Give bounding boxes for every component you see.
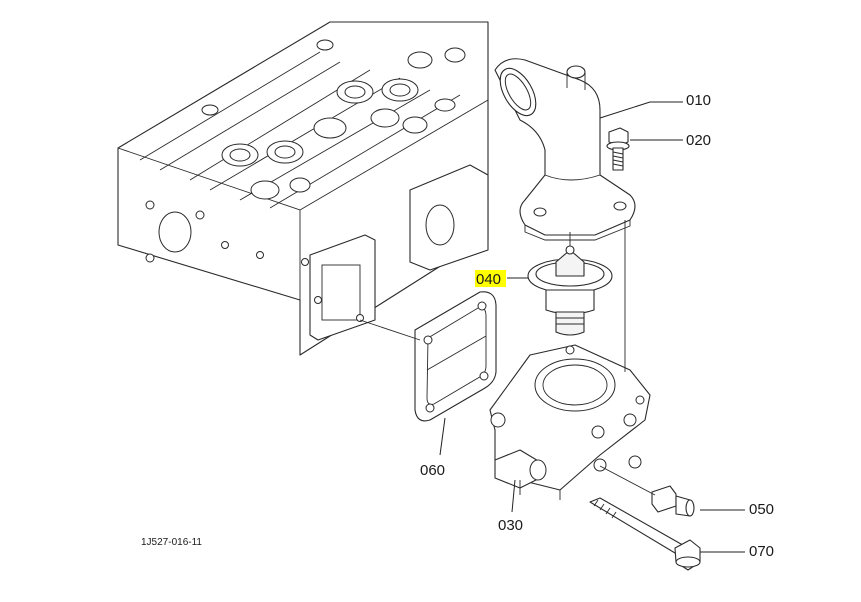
cylinder-head-illustration bbox=[117, 21, 489, 356]
long-bolt-illustration bbox=[589, 497, 701, 571]
fitting-illustration bbox=[651, 485, 695, 517]
part-callout-010[interactable]: 010 bbox=[686, 92, 711, 109]
part-callout-040[interactable]: 040 bbox=[476, 271, 501, 288]
thermostat-illustration bbox=[527, 240, 613, 336]
highlight-040 bbox=[475, 270, 506, 287]
gasket-illustration bbox=[414, 291, 497, 422]
diagram-code: 1J527-016-11 bbox=[141, 537, 202, 548]
part-callout-020[interactable]: 020 bbox=[686, 132, 711, 149]
part-callout-050[interactable]: 050 bbox=[749, 501, 774, 518]
part-callout-070[interactable]: 070 bbox=[749, 543, 774, 560]
part-callout-060[interactable]: 060 bbox=[420, 462, 445, 479]
thermostat-housing-illustration bbox=[489, 344, 651, 500]
callout-labels: 010 020 030 040 050 060 070 1J527-016-11 bbox=[141, 92, 774, 560]
assembly-guide-lines bbox=[359, 220, 656, 496]
leader-lines bbox=[439, 101, 745, 553]
part-callout-030[interactable]: 030 bbox=[498, 517, 523, 534]
flange-bolt-illustration bbox=[606, 127, 630, 171]
thermostat-cover-illustration bbox=[494, 58, 636, 241]
